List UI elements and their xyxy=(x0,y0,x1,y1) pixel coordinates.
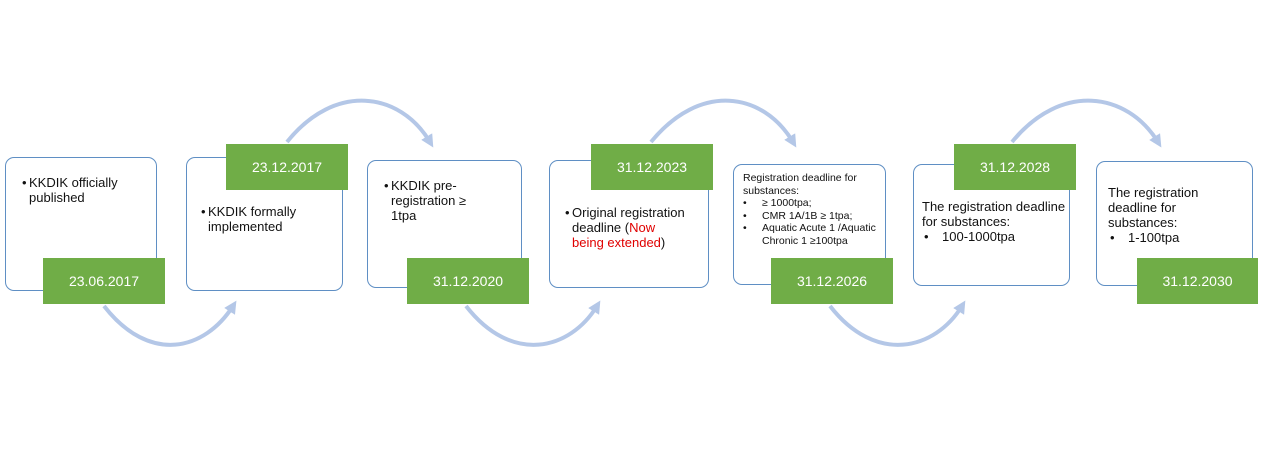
arrow-bottom-1 xyxy=(102,300,237,347)
bullet-item: KKDIK officially published xyxy=(22,175,152,205)
bullet-item: KKDIK pre-registration ≥ 1tpa xyxy=(384,178,488,223)
bullet-item: Aquatic Acute 1 /Aquatic Chronic 1 ≥100t… xyxy=(743,222,893,247)
arrow-top-2 xyxy=(285,98,434,148)
date-badge-7: 31.12.2030 xyxy=(1137,258,1258,304)
arrow-top-4 xyxy=(649,98,797,148)
bullet-item: 100-1000tpa xyxy=(922,229,1070,244)
bullet-item: KKDIK formally implemented xyxy=(201,204,326,234)
milestone-heading: The registration deadline for substances… xyxy=(1108,185,1199,230)
date-badge-3: 31.12.2020 xyxy=(407,258,529,304)
milestone-text-6: The registration deadline for substances… xyxy=(922,199,1070,244)
text-before: Original registration deadline ( xyxy=(572,205,685,235)
milestone-text-7: The registration deadline for substances… xyxy=(1108,185,1226,245)
bullet-item: 1-100tpa xyxy=(1108,230,1226,245)
date-badge-2: 23.12.2017 xyxy=(226,144,348,190)
extension-note: Now being extended xyxy=(572,220,661,250)
arrow-bottom-5 xyxy=(828,300,966,347)
milestone-heading: Registration deadline for substances: xyxy=(743,172,857,197)
arrow-top-6 xyxy=(1010,98,1162,148)
date-badge-5: 31.12.2026 xyxy=(771,258,893,304)
milestone-text-5: Registration deadline for substances: ≥ … xyxy=(743,172,893,247)
bullet-item: Original registration deadline (Now bein… xyxy=(565,205,690,250)
milestone-text-1: KKDIK officially published xyxy=(22,175,152,205)
milestone-text-4: Original registration deadline (Now bein… xyxy=(565,205,690,250)
bullet-item: ≥ 1000tpa; xyxy=(743,197,893,210)
arrow-bottom-3 xyxy=(464,300,601,347)
date-badge-6: 31.12.2028 xyxy=(954,144,1076,190)
date-badge-1: 23.06.2017 xyxy=(43,258,165,304)
date-badge-4: 31.12.2023 xyxy=(591,144,713,190)
text-after: ) xyxy=(660,235,666,250)
bullet-item: CMR 1A/1B ≥ 1tpa; xyxy=(743,210,893,223)
milestone-text-2: KKDIK formally implemented xyxy=(201,204,326,234)
milestone-heading: The registration deadline for substances… xyxy=(922,199,1066,229)
milestone-text-3: KKDIK pre-registration ≥ 1tpa xyxy=(384,178,488,223)
